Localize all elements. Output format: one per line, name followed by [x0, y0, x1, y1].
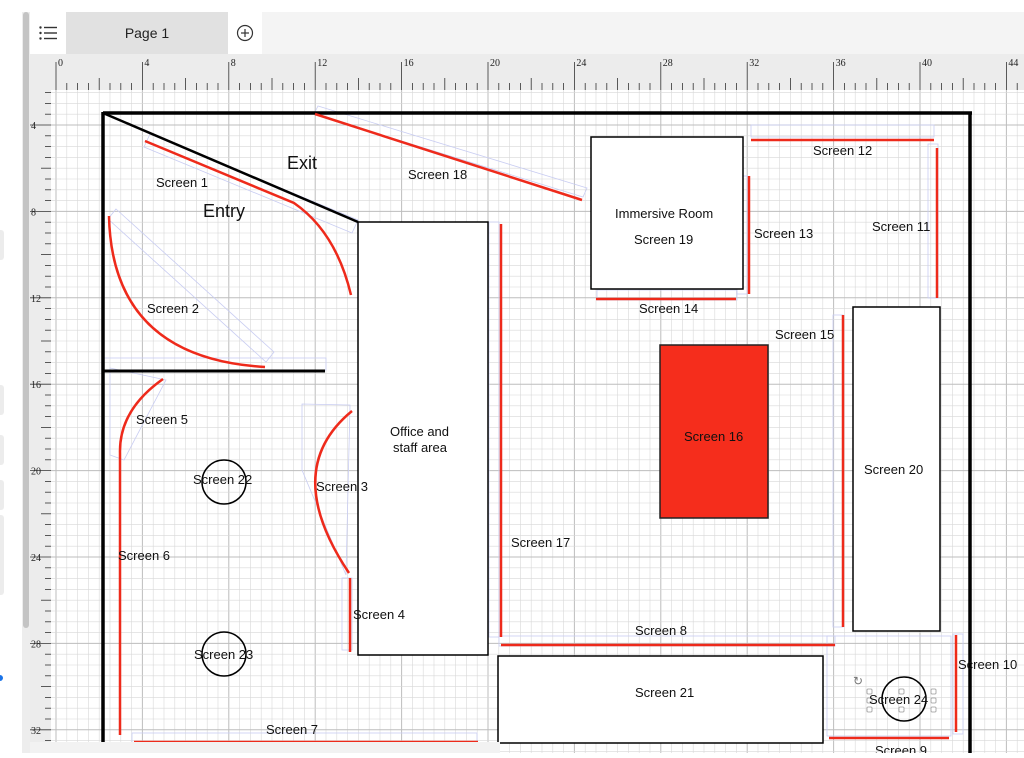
office-label-line1: Office and [390, 424, 449, 439]
screen-3-line[interactable] [314, 410, 353, 574]
screen-15-label: Screen 15 [775, 327, 834, 342]
exit-label: Exit [287, 153, 317, 173]
tab-label: Page 1 [124, 25, 170, 41]
screen-23-pillar[interactable] [201, 631, 247, 677]
ruler-label: 4 [144, 58, 149, 69]
horizontal-ruler[interactable]: 0 4 8 12 16 20 24 28 32 36 40 44 [51, 54, 1024, 90]
screen-13-label: Screen 13 [754, 226, 813, 241]
page-tab-bar: Page 1 [30, 12, 1024, 54]
list-menu-icon [39, 26, 57, 40]
screens [107, 112, 958, 744]
screen-2-line[interactable] [107, 215, 266, 369]
screen-21-box[interactable] [497, 655, 824, 744]
screen-22-pillar[interactable] [201, 459, 247, 505]
tab-page-1[interactable]: Page 1 [66, 12, 228, 54]
ruler-label: 28 [31, 639, 41, 650]
screen-2-label: Screen 2 [147, 301, 199, 316]
add-page-button[interactable] [228, 12, 262, 54]
scrollbar-thumb[interactable] [23, 12, 29, 628]
screen-8-label: Screen 8 [635, 623, 687, 638]
vertical-scrollbar[interactable] [22, 12, 30, 753]
ruler-label: 12 [31, 294, 41, 305]
screen-24-pillar[interactable] [881, 676, 927, 722]
ruler-label: 40 [922, 58, 932, 69]
ruler-label: 28 [663, 58, 673, 69]
panel-item[interactable] [0, 385, 4, 415]
screen-20-label: Screen 20 [864, 462, 923, 477]
ruler-label: 8 [231, 58, 236, 69]
immersive-room-label: Immersive Room [615, 206, 713, 221]
screen-6-label: Screen 6 [118, 548, 170, 563]
screen-16-label: Screen 16 [684, 429, 743, 444]
screen-23-label: Screen 23 [194, 647, 253, 662]
ruler-label: 12 [317, 58, 327, 69]
ruler-label: 0 [58, 58, 63, 69]
ruler-label: 24 [31, 553, 41, 564]
drawing-canvas[interactable]: ↻ Exit Entry Screen 1 Screen 2 Screen 3 … [51, 90, 1024, 753]
left-panel-edge [0, 0, 22, 753]
screen-10-label: Screen 10 [958, 657, 1017, 672]
office-staff-area[interactable] [357, 221, 489, 656]
entry-label: Entry [203, 201, 245, 221]
selection-handles[interactable] [866, 688, 937, 713]
panel-item[interactable] [0, 230, 4, 260]
screen-17-label: Screen 17 [511, 535, 570, 550]
ruler-label: 20 [490, 58, 500, 69]
screen-14-label: Screen 14 [639, 301, 698, 316]
ruler-label: 32 [31, 726, 41, 737]
pages-menu-button[interactable] [30, 12, 66, 54]
screen-5-line[interactable] [118, 377, 164, 454]
screen-19-label: Screen 19 [634, 232, 693, 247]
ruler-label: 24 [576, 58, 586, 69]
screen-4-label: Screen 4 [353, 607, 405, 622]
bottom-toolbar-edge [30, 742, 500, 753]
rotate-handle-icon[interactable]: ↻ [853, 674, 863, 688]
walls [101, 111, 972, 753]
screen-5-label: Screen 5 [136, 412, 188, 427]
vertical-ruler[interactable]: 4 8 12 16 20 24 28 32 [30, 90, 51, 753]
ruler-label: 4 [31, 121, 36, 132]
panel-item[interactable] [0, 480, 4, 510]
screen-1-line[interactable] [144, 139, 353, 296]
office-label-line2: staff area [393, 440, 448, 455]
ruler-label: 44 [1008, 58, 1018, 69]
panel-item[interactable] [0, 515, 4, 595]
ruler-label: 16 [404, 58, 414, 69]
screen-18-label: Screen 18 [408, 167, 467, 182]
screen-1-label: Screen 1 [156, 175, 208, 190]
ruler-label: 16 [31, 380, 41, 391]
screen-9-label: Screen 9 [875, 743, 927, 753]
screen-12-label: Screen 12 [813, 143, 872, 158]
wall-diagonal [102, 111, 359, 224]
screen-11-label: Screen 11 [872, 219, 930, 234]
ruler-label: 36 [836, 58, 846, 69]
immersive-room[interactable] [590, 136, 744, 290]
screen-21-label: Screen 21 [635, 685, 694, 700]
screen-16-box[interactable] [659, 344, 769, 519]
ruler-label: 8 [31, 207, 36, 218]
screen-24-label: Screen 24 [869, 692, 928, 707]
ruler-corner [30, 54, 51, 90]
screen-18-line[interactable] [314, 112, 583, 202]
panel-item[interactable] [0, 435, 4, 465]
screen-20-box[interactable] [852, 306, 941, 632]
status-dot [0, 675, 3, 681]
ruler-label: 20 [31, 467, 41, 478]
ruler-label: 32 [749, 58, 759, 69]
plus-circle-icon [236, 24, 254, 42]
screen-22-label: Screen 22 [193, 472, 252, 487]
screen-7-label: Screen 7 [266, 722, 318, 737]
screen-3-label: Screen 3 [316, 479, 368, 494]
